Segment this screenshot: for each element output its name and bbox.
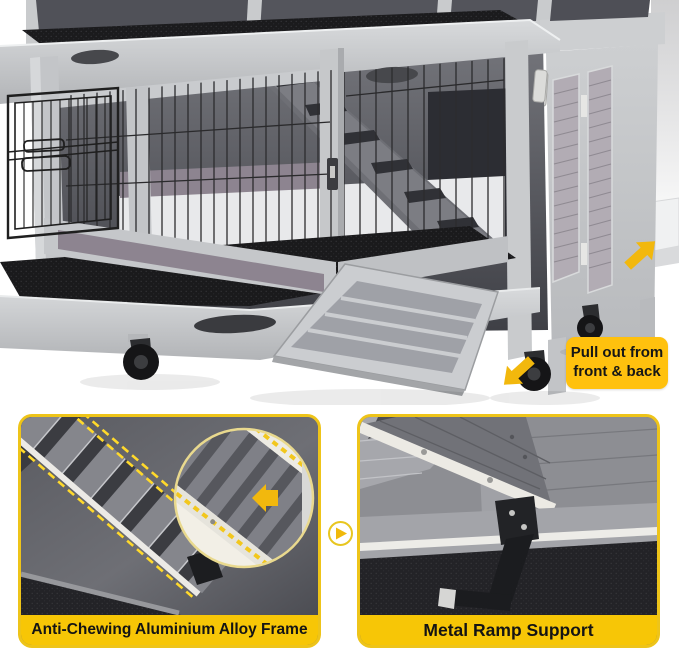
bracket-end-cap bbox=[438, 588, 456, 609]
feature-card-ramp-support: Metal Ramp Support bbox=[357, 414, 660, 648]
arrow-left-icon bbox=[252, 484, 278, 512]
side-cabinet bbox=[532, 44, 658, 395]
caster-wheel bbox=[123, 334, 159, 380]
upper-pullout-tray bbox=[0, 10, 561, 104]
front-folding-ramp bbox=[272, 263, 499, 396]
caster-wheel bbox=[577, 304, 603, 341]
ramp-board bbox=[360, 417, 557, 515]
wire-mesh bbox=[62, 58, 506, 272]
hutch-photo: Pull out from front & back bbox=[0, 0, 679, 405]
tray-handle bbox=[71, 49, 119, 65]
tray-handle bbox=[194, 314, 276, 334]
feature-label-anti-chew: Anti-Chewing Aluminium Alloy Frame bbox=[21, 615, 318, 645]
chevron-right-icon bbox=[327, 520, 354, 547]
metal-ramp-support-closeup bbox=[360, 417, 657, 615]
hinge bbox=[581, 243, 587, 265]
feature-label-ramp-support: Metal Ramp Support bbox=[360, 615, 657, 645]
callout-line2: front & back bbox=[573, 363, 661, 380]
tray-latch-icon bbox=[532, 69, 548, 103]
open-wire-door bbox=[6, 86, 120, 240]
inner-door-latch-icon bbox=[327, 158, 338, 190]
pull-out-callout: Pull out from front & back bbox=[566, 337, 668, 389]
arrow-down-left-icon bbox=[503, 356, 535, 385]
hinge bbox=[581, 95, 587, 117]
metal-ramp-support-bracket bbox=[438, 496, 539, 611]
feature-card-anti-chew-frame: Anti-Chewing Aluminium Alloy Frame bbox=[18, 414, 321, 648]
arrow-up-right-icon bbox=[624, 241, 656, 270]
aluminium-rail bbox=[360, 421, 557, 515]
door-handle bbox=[23, 138, 65, 153]
door-handle bbox=[21, 155, 71, 172]
hutch-illustration bbox=[0, 0, 679, 405]
anti-chew-ramp-closeup bbox=[21, 417, 318, 615]
callout-line1: Pull out from bbox=[570, 344, 664, 362]
aluminium-rail bbox=[21, 423, 201, 597]
